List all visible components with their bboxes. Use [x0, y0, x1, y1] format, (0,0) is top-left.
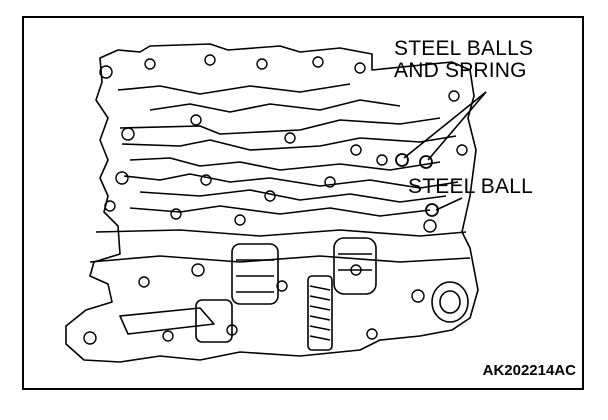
valve-bores — [119, 237, 469, 351]
bolt-holes — [83, 54, 468, 345]
steel-ball-3 — [425, 203, 439, 217]
channel — [149, 99, 401, 113]
channel — [121, 135, 457, 151]
figure-frame — [22, 16, 584, 390]
channel — [139, 189, 447, 203]
leader-steel-balls-a — [403, 91, 487, 159]
valve-body-outline — [65, 43, 479, 363]
callout-line: STEEL BALLS — [394, 37, 534, 60]
steel-balls — [395, 153, 439, 217]
steel-ball-1 — [395, 153, 409, 167]
leader-lines — [403, 91, 487, 211]
callout-steel-ball: STEEL BALL — [408, 175, 533, 198]
leader-steel-ball — [435, 197, 463, 211]
channel — [129, 157, 441, 171]
plate-edge — [95, 229, 467, 237]
leader-steel-balls-b — [427, 91, 487, 161]
callout-line: AND SPRING — [394, 59, 527, 82]
channel — [123, 173, 459, 189]
plate-edge — [89, 255, 471, 263]
channel — [119, 117, 441, 135]
figure-code: AK202214AC — [482, 362, 576, 379]
callout-steel-balls-and-spring: STEEL BALLS AND SPRING — [394, 38, 533, 82]
channel — [129, 205, 431, 217]
channel — [117, 83, 351, 95]
steel-ball-2 — [419, 155, 433, 169]
